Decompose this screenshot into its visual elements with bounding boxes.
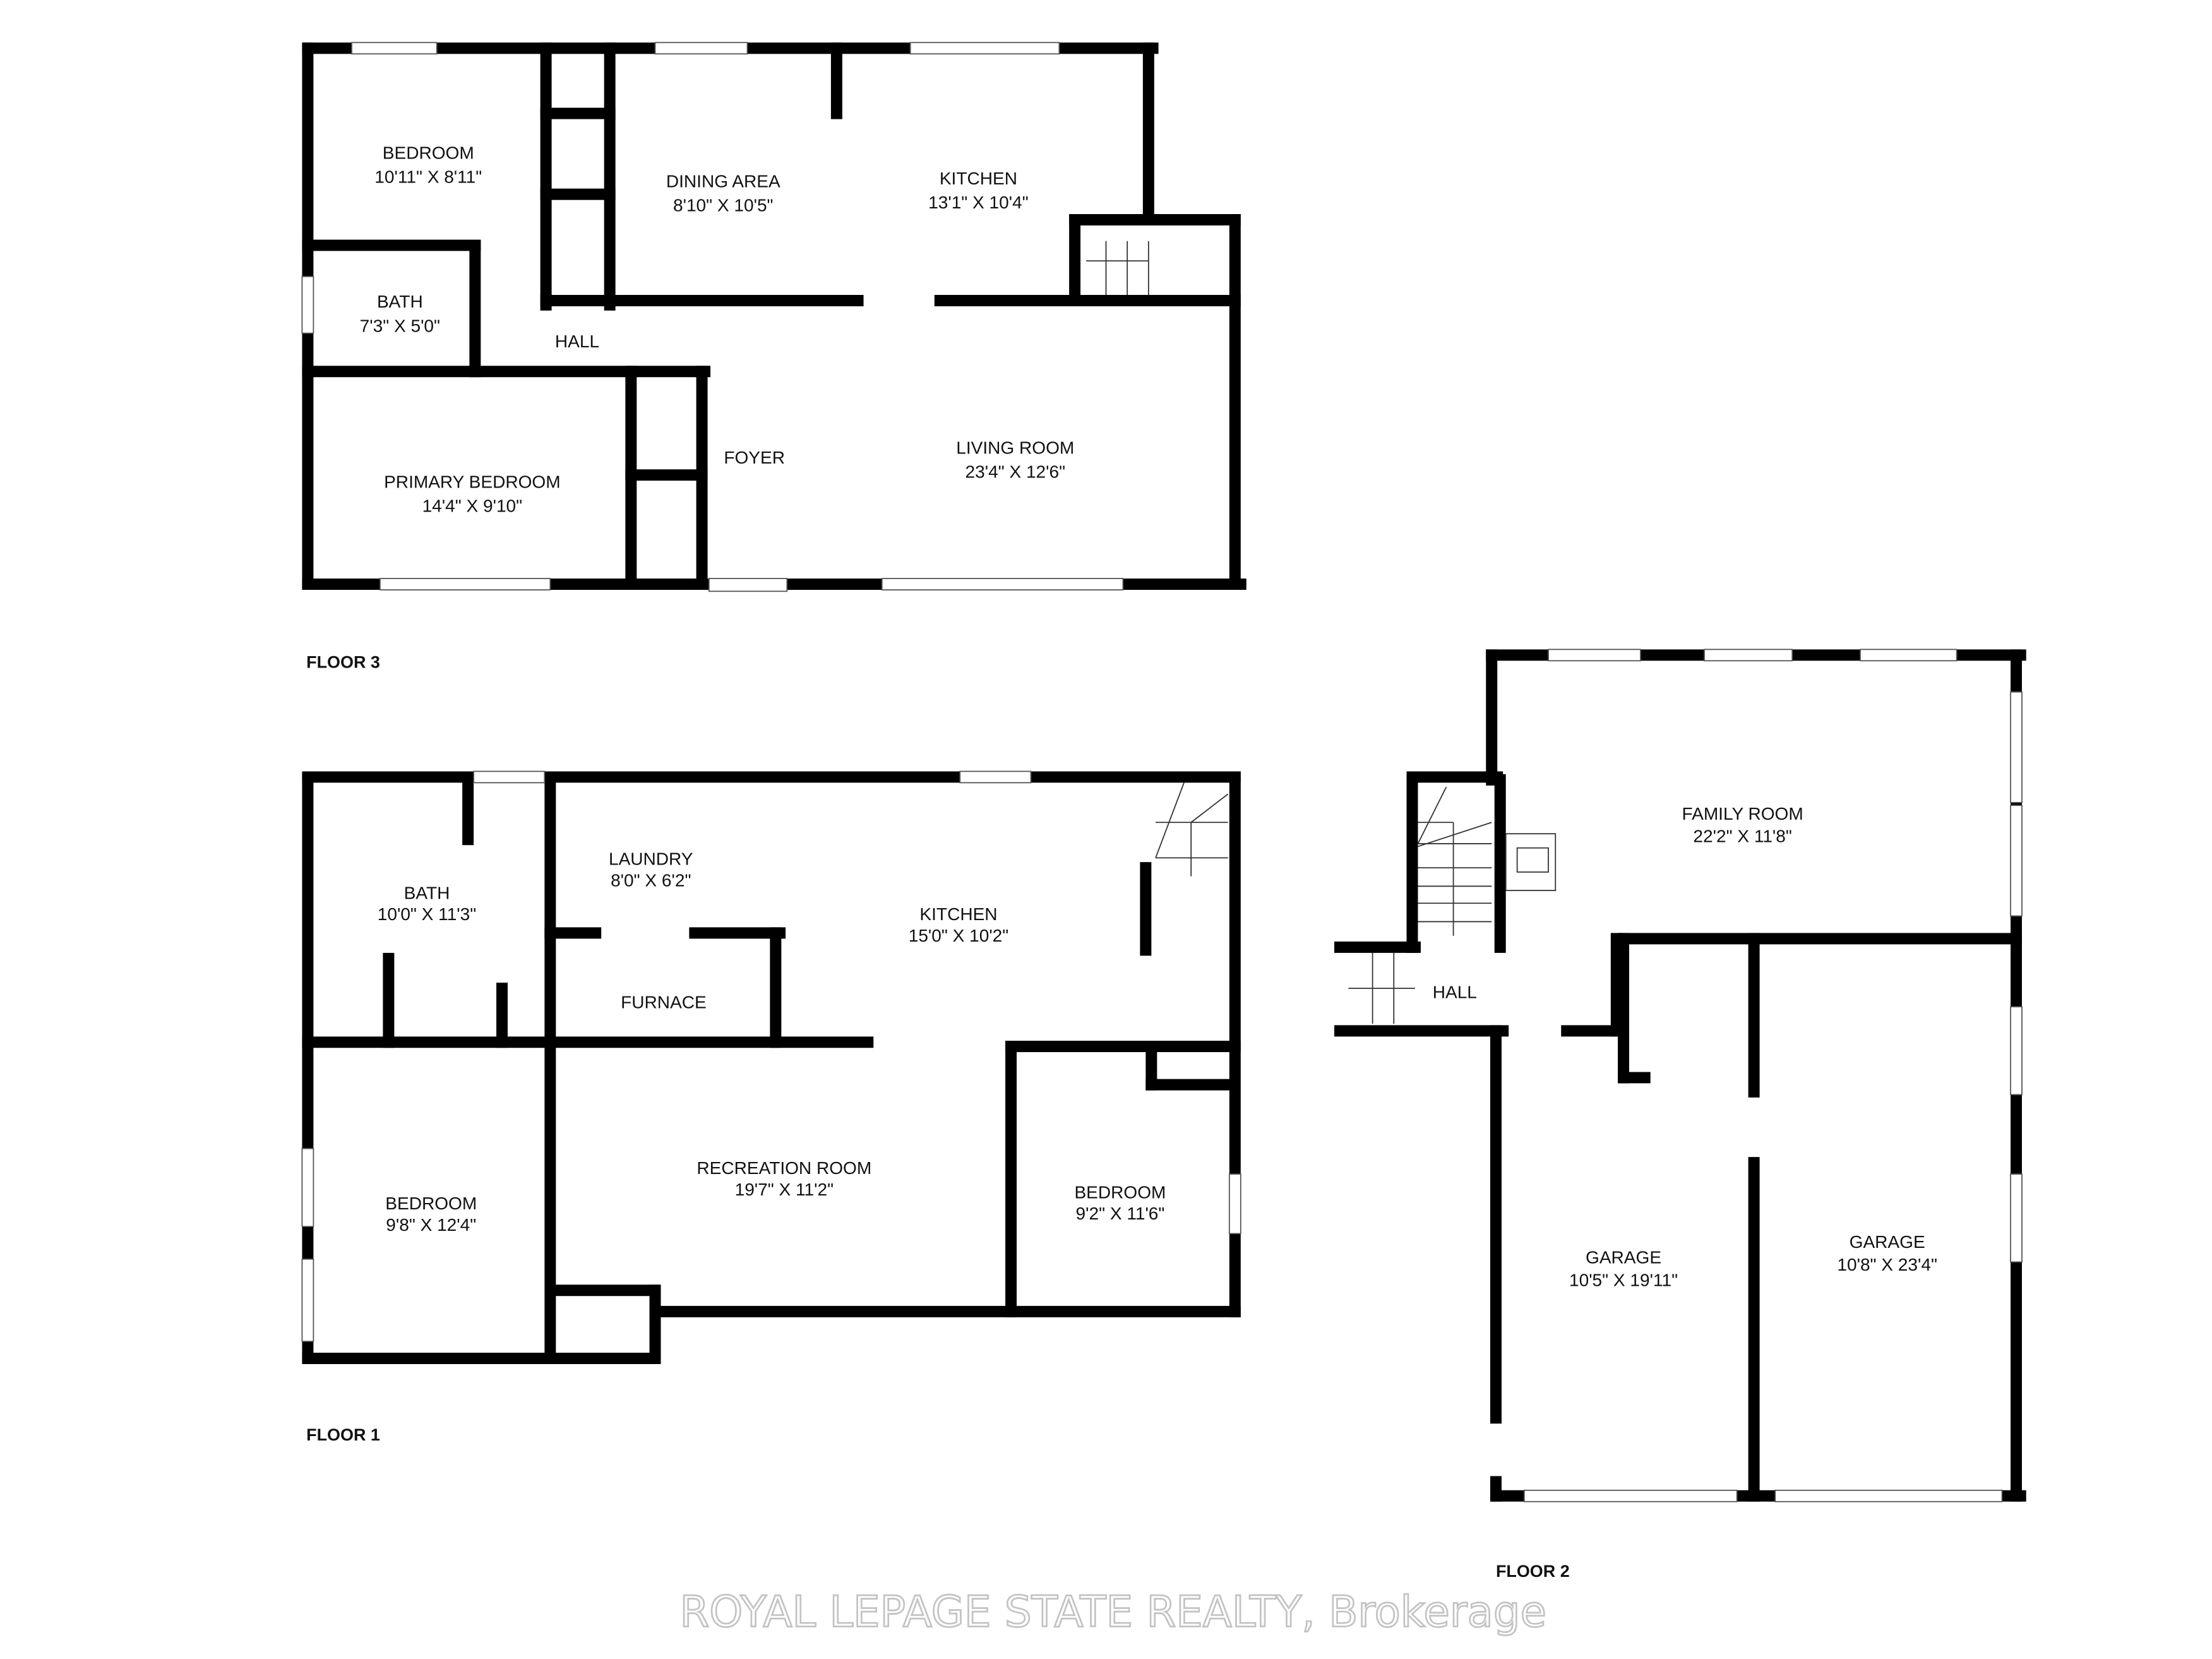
walls [302,42,2026,1502]
room-size: 8'0" X 6'2" [611,870,691,890]
window [2010,1173,2023,1263]
window [473,770,546,784]
room-name: BEDROOM [383,143,474,162]
stairs-floor1 [1155,782,1229,877]
room-name: KITCHEN [940,169,1017,188]
window [380,578,551,590]
floor-3: BEDROOM 10'11" X 8'11" DINING AREA 8'10"… [306,143,1074,671]
room-size: 10'11" X 8'11" [374,167,482,187]
room-name: FOYER [724,448,785,467]
window [881,578,1124,590]
window [654,42,748,55]
room-name: RECREATION ROOM [696,1158,871,1178]
watermark: ROYAL LEPAGE STATE REALTY, Brokerage [679,1586,1546,1636]
window [2010,805,2023,917]
room-size: 19'7" X 11'2" [735,1180,834,1199]
window [1548,649,1641,662]
room-name: FAMILY ROOM [1682,804,1803,824]
window [1774,1489,2003,1502]
room-name: LAUNDRY [609,849,693,869]
window [2010,1006,2023,1096]
room-size: 8'10" X 10'5" [673,196,774,215]
room-name: PRIMARY BEDROOM [384,472,560,491]
room-size: 10'0" X 11'3" [378,904,476,924]
room-name: BEDROOM [385,1194,477,1213]
window [1523,1489,1738,1502]
window [1228,1173,1241,1235]
room-size: 10'5" X 19'11" [1569,1270,1678,1290]
stairs-floor2 [1348,786,1492,1024]
window [301,1147,314,1228]
room-name: BEDROOM [1074,1182,1166,1202]
window [2010,691,2023,803]
room-name: HALL [555,332,599,351]
windows [301,42,2023,1502]
window [301,1258,314,1342]
room-name: GARAGE [1850,1232,1925,1252]
floor-1: BATH 10'0" X 11'3" LAUNDRY 8'0" X 6'2" K… [306,849,1166,1445]
stairs-floor3 [1086,241,1149,296]
window [1860,649,1958,662]
room-size: 15'0" X 10'2" [909,926,1009,945]
room-size: 13'1" X 10'4" [928,193,1029,212]
floor-label: FLOOR 3 [306,653,380,672]
room-name: KITCHEN [919,904,997,924]
room-name: GARAGE [1586,1248,1661,1267]
room-name: BATH [377,292,423,311]
floor-2: FAMILY ROOM 22'2" X 11'8" HALL GARAGE 10… [1433,804,1937,1581]
room-name: FURNACE [621,992,707,1012]
floor-label: FLOOR 1 [306,1425,380,1444]
room-name: HALL [1433,983,1477,1002]
fireplace-icon [1505,833,1557,891]
room-size: 22'2" X 11'8" [1693,827,1791,846]
room-size: 10'8" X 23'4" [1837,1255,1937,1274]
room-size: 9'8" X 12'4" [386,1215,476,1235]
room-name: LIVING ROOM [956,438,1074,457]
floor-label: FLOOR 2 [1496,1562,1570,1581]
window [301,275,314,334]
room-name: BATH [404,883,450,903]
window [959,770,1032,784]
window [708,578,788,592]
window [1704,649,1793,662]
room-size: 23'4" X 12'6" [966,462,1066,482]
window [909,42,1060,55]
room-size: 14'4" X 9'10" [422,496,523,516]
room-name: DINING AREA [666,171,780,191]
window [351,42,438,55]
room-size: 9'2" X 11'6" [1076,1204,1165,1223]
room-size: 7'3" X 5'0" [360,316,440,335]
